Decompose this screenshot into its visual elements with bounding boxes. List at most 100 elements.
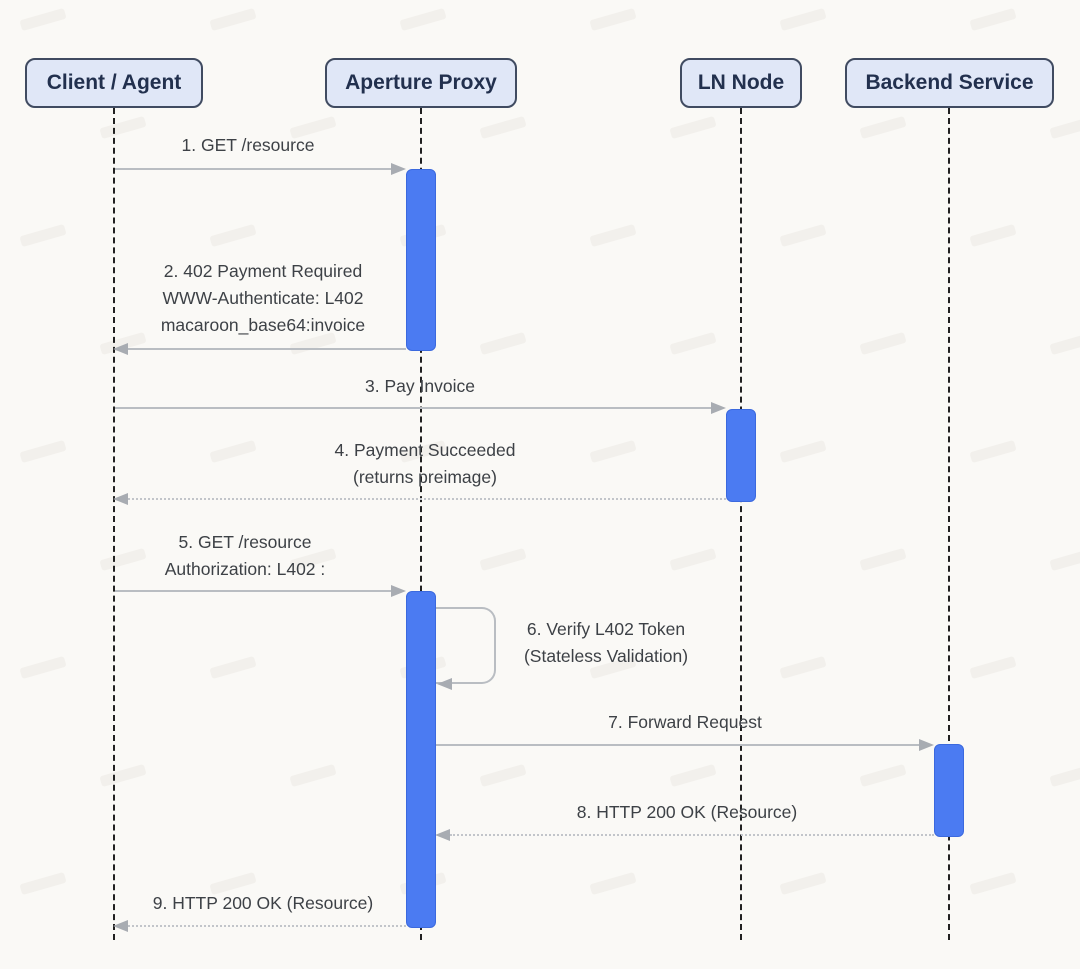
participant-backend-service: Backend Service	[845, 58, 1054, 108]
watermark-blob	[479, 763, 527, 788]
watermark-blob	[19, 655, 67, 680]
watermark-blob	[969, 439, 1017, 464]
msg1-label: 1. GET /resource	[182, 132, 315, 159]
watermark-blob	[589, 871, 637, 896]
msg4-arrowhead-icon	[113, 493, 128, 505]
msg3-arrowhead-icon	[711, 402, 726, 414]
watermark-blob	[779, 439, 827, 464]
watermark-blob	[779, 871, 827, 896]
msg8-arrowhead-icon	[435, 829, 450, 841]
msg9-label: 9. HTTP 200 OK (Resource)	[153, 890, 373, 917]
msg6-line2: (Stateless Validation)	[523, 646, 689, 666]
msg8-label: 8. HTTP 200 OK (Resource)	[577, 799, 797, 826]
watermark-blob	[589, 439, 637, 464]
participant-client-agent: Client / Agent	[25, 58, 203, 108]
msg1-arrowhead-icon	[391, 163, 406, 175]
watermark-blob	[779, 223, 827, 248]
lifeline-client	[113, 108, 115, 940]
watermark-blob	[969, 655, 1017, 680]
participant-backend-service-label: Backend Service	[865, 71, 1034, 94]
msg5-label: 5. GET /resource Authorization: L402 :	[165, 529, 326, 583]
msg3-arrow-line	[115, 407, 712, 409]
msg8-line1: 8. HTTP 200 OK (Resource)	[576, 802, 798, 822]
watermark-blob	[669, 763, 717, 788]
lifeline-ln-node	[740, 108, 742, 940]
msg2-arrow-line	[128, 348, 406, 350]
watermark-blob	[669, 115, 717, 140]
watermark-blob	[209, 7, 257, 32]
watermark-blob	[969, 871, 1017, 896]
watermark-blob	[859, 763, 907, 788]
msg9-arrow-line	[128, 925, 406, 927]
watermark-blob	[1049, 115, 1080, 140]
msg3-label: 3. Pay Invoice	[365, 373, 475, 400]
msg2-line3: macaroon_base64:invoice	[160, 315, 366, 335]
watermark-blob	[1049, 547, 1080, 572]
watermark-blob	[1049, 331, 1080, 356]
watermark-blob	[209, 655, 257, 680]
msg8-arrow-line	[450, 834, 934, 836]
watermark-blob	[479, 115, 527, 140]
watermark-blob	[589, 223, 637, 248]
watermark-blob	[479, 547, 527, 572]
msg6-line1: 6. Verify L402 Token	[526, 619, 686, 639]
msg5-arrow-line	[115, 590, 392, 592]
activation-ln-node	[726, 409, 756, 502]
msg7-arrowhead-icon	[919, 739, 934, 751]
msg1-line1: 1. GET /resource	[181, 135, 315, 155]
participant-ln-node: LN Node	[680, 58, 802, 108]
watermark-blob	[779, 655, 827, 680]
watermark-blob	[779, 7, 827, 32]
watermark-blob	[859, 547, 907, 572]
msg5-line1: 5. GET /resource	[178, 532, 312, 552]
watermark-blob	[479, 331, 527, 356]
watermark-blob	[99, 547, 147, 572]
watermark-blob	[399, 7, 447, 32]
msg9-arrowhead-icon	[113, 920, 128, 932]
msg4-line1: 4. Payment Succeeded	[334, 440, 516, 460]
lifeline-aperture	[420, 108, 422, 940]
watermark-blob	[209, 439, 257, 464]
activation-aperture-1	[406, 169, 436, 351]
msg4-arrow-line	[128, 498, 726, 500]
watermark-blob	[19, 439, 67, 464]
watermark-blob	[19, 223, 67, 248]
msg4-line2: (returns preimage)	[353, 467, 497, 487]
watermark-blob	[19, 871, 67, 896]
watermark-blob	[289, 763, 337, 788]
msg6-label: 6. Verify L402 Token (Stateless Validati…	[524, 616, 688, 670]
msg7-line1: 7. Forward Request	[608, 712, 762, 732]
msg7-label: 7. Forward Request	[608, 709, 762, 736]
watermark-blob	[859, 331, 907, 356]
msg3-line1: 3. Pay Invoice	[365, 376, 475, 396]
watermark-blob	[99, 115, 147, 140]
watermark-blob	[669, 331, 717, 356]
msg2-label: 2. 402 Payment Required WWW-Authenticate…	[161, 258, 365, 339]
lifeline-backend	[948, 108, 950, 940]
watermark-blob	[589, 7, 637, 32]
msg9-line1: 9. HTTP 200 OK (Resource)	[152, 893, 374, 913]
watermark-blob	[99, 763, 147, 788]
msg6-self-loop-line	[436, 607, 496, 684]
watermark-blob	[969, 223, 1017, 248]
msg6-arrowhead-icon	[437, 678, 452, 690]
watermark-blob	[1049, 763, 1080, 788]
msg2-arrowhead-icon	[113, 343, 128, 355]
watermark-blob	[859, 115, 907, 140]
msg5-line2: Authorization: L402 :	[164, 559, 326, 579]
msg2-line2: WWW-Authenticate: L402	[162, 288, 364, 308]
participant-aperture-proxy-label: Aperture Proxy	[345, 71, 497, 94]
msg2-line1: 2. 402 Payment Required	[163, 261, 363, 281]
msg7-arrow-line	[436, 744, 920, 746]
msg5-arrowhead-icon	[391, 585, 406, 597]
activation-backend	[934, 744, 964, 837]
watermark-blob	[19, 7, 67, 32]
watermark-blob	[209, 223, 257, 248]
participant-client-agent-label: Client / Agent	[46, 71, 182, 94]
msg1-arrow-line	[115, 168, 392, 170]
watermark-blob	[969, 7, 1017, 32]
watermark-blob	[669, 547, 717, 572]
participant-aperture-proxy: Aperture Proxy	[325, 58, 517, 108]
msg4-label: 4. Payment Succeeded (returns preimage)	[335, 437, 516, 491]
